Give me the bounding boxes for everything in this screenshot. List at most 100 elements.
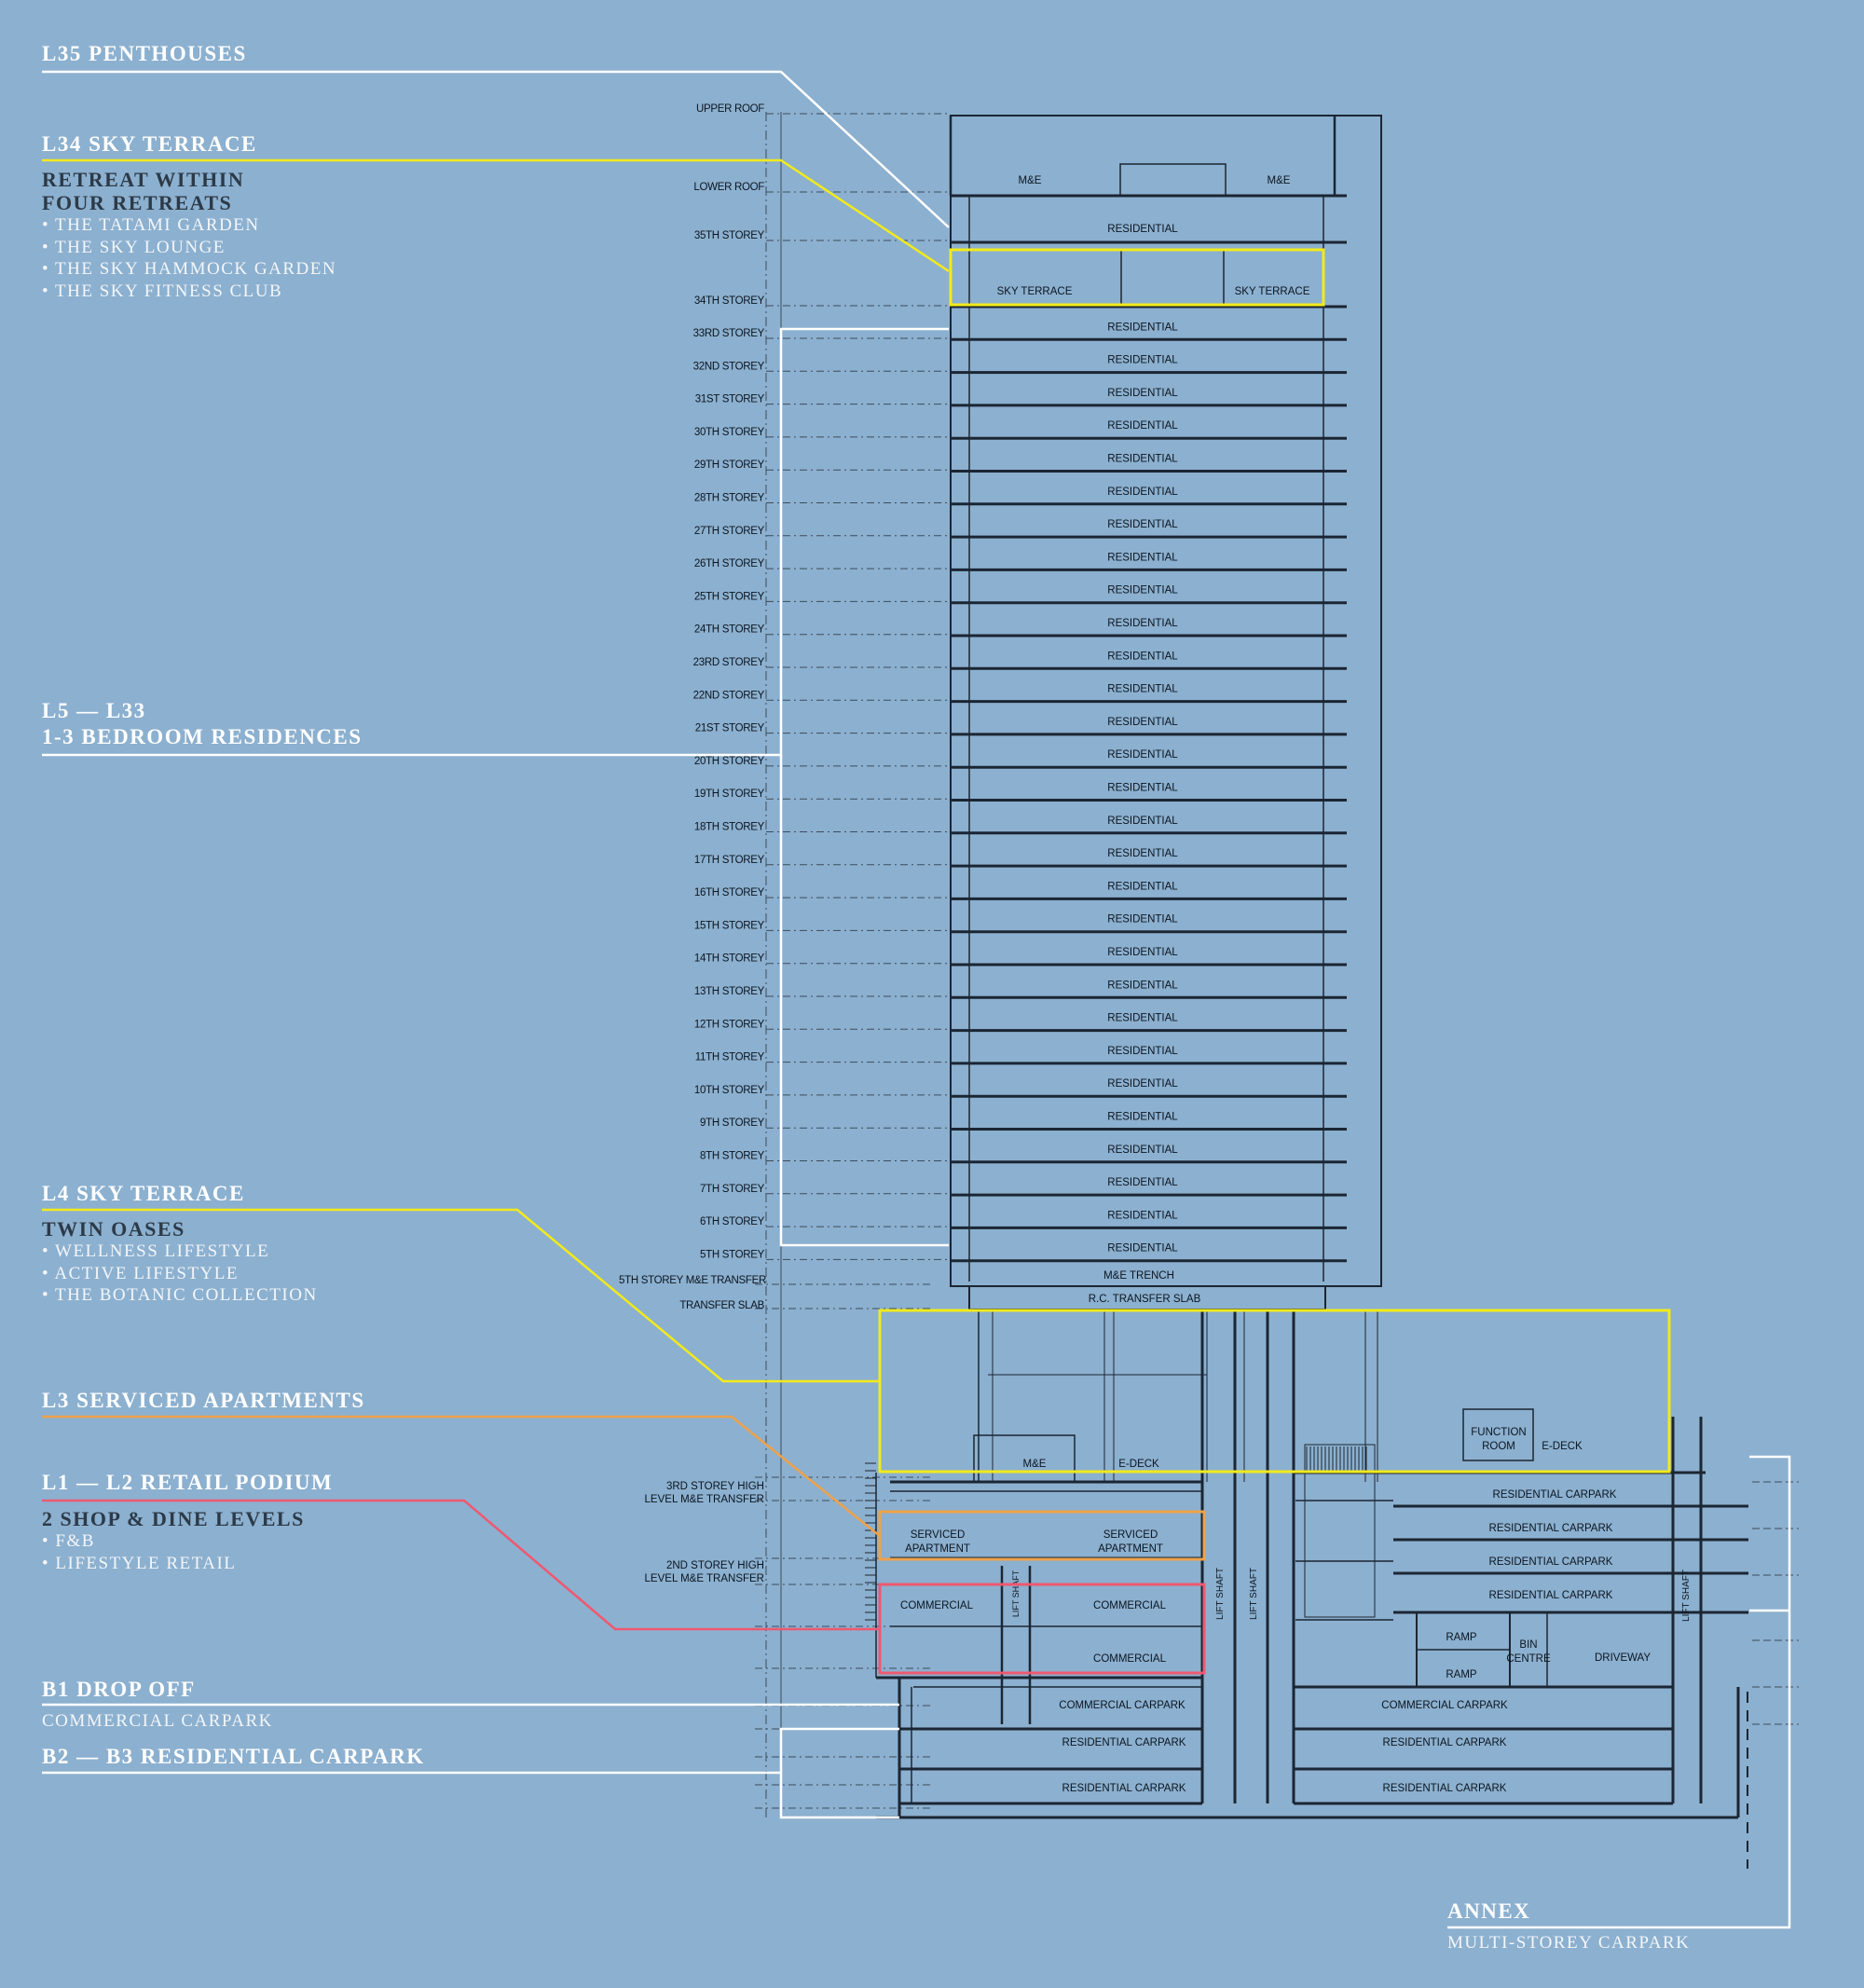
storey-label: 31ST STOREY [695, 394, 765, 405]
storey-label: 5TH STOREY M&E TRANSFER [619, 1275, 766, 1286]
room-residential: RESIDENTIAL [1107, 848, 1178, 859]
storey-label: 21ST STOREY [695, 723, 765, 734]
room-serviced-apartment: SERVICED [911, 1529, 966, 1541]
storey-label: 12TH STOREY [694, 1019, 765, 1030]
leader-l35 [42, 70, 950, 228]
annotation-title: L34 SKY TERRACE [42, 132, 257, 156]
room-residential: RESIDENTIAL [1107, 618, 1178, 629]
annotation-annex: ANNEX MULTI-STOREY CARPARK [1447, 1899, 1690, 1954]
room-residential: RESIDENTIAL [1107, 487, 1178, 498]
storey-label: 32ND STOREY [693, 361, 765, 372]
annotation-title: 1-3 BEDROOM RESIDENCES [42, 725, 363, 748]
storey-label: 20TH STOREY [694, 756, 765, 767]
room-residential: RESIDENTIAL [1107, 816, 1178, 827]
room-serviced-apartment: APARTMENT [905, 1543, 970, 1555]
storey-label: 33RD STOREY [693, 328, 765, 339]
room-serviced-apartment: APARTMENT [1098, 1543, 1163, 1555]
room-residential-carpark: RESIDENTIAL CARPARK [1383, 1783, 1507, 1794]
room-residential: RESIDENTIAL [1107, 519, 1178, 530]
annotation-title: ANNEX [1447, 1899, 1531, 1923]
room-me: M&E [1268, 175, 1291, 186]
leader-lines [42, 70, 1791, 1929]
room-residential: RESIDENTIAL [1107, 1177, 1178, 1188]
annotation-subtitle: RETREAT WITHIN [42, 168, 245, 191]
annotation-item: • THE SKY FITNESS CLUB [42, 281, 283, 301]
room-residential: RESIDENTIAL [1107, 980, 1178, 991]
highlight-boxes [878, 248, 1671, 1675]
room-residential: RESIDENTIAL [1107, 914, 1178, 925]
leader-annex [1447, 1455, 1791, 1929]
storey-label: 16TH STOREY [694, 887, 765, 898]
room-edeck: E-DECK [1542, 1441, 1583, 1452]
room-commercial-carpark: COMMERCIAL CARPARK [1381, 1700, 1508, 1711]
storey-label: 11TH STOREY [695, 1052, 765, 1063]
room-residential: RESIDENTIAL [1107, 322, 1178, 333]
room-transfer-slab: R.C. TRANSFER SLAB [1089, 1294, 1201, 1305]
room-me-trench: M&E TRENCH [1103, 1270, 1174, 1282]
annotation-item: • WELLNESS LIFESTYLE [42, 1241, 270, 1261]
room-residential: RESIDENTIAL [1107, 1210, 1178, 1221]
room-residential: RESIDENTIAL [1107, 1145, 1178, 1156]
annotation-title: B2 — B3 RESIDENTIAL CARPARK [42, 1745, 425, 1768]
storey-label: UPPER ROOF [696, 103, 764, 115]
room-bin-centre: CENTRE [1506, 1653, 1551, 1665]
room-residential: RESIDENTIAL [1107, 224, 1178, 235]
storey-label: 28TH STOREY [694, 493, 765, 504]
room-residential: RESIDENTIAL [1107, 355, 1178, 366]
annotation-text: MULTI-STOREY CARPARK [1447, 1933, 1691, 1953]
roof-plant-box [1119, 163, 1227, 197]
storey-label: 34TH STOREY [694, 295, 765, 307]
leader-l1-l2 [42, 1499, 880, 1631]
annotation-item: • ACTIVE LIFESTYLE [42, 1263, 239, 1283]
room-lift-shaft: LIFT SHAFT [1215, 1568, 1226, 1620]
room-residential: RESIDENTIAL [1107, 881, 1178, 892]
storey-label: 30TH STOREY [694, 427, 765, 438]
room-residential: RESIDENTIAL [1107, 1078, 1178, 1090]
storey-label: 25TH STOREY [694, 591, 765, 602]
annotation-b1: B1 DROP OFF COMMERCIAL CARPARK [42, 1678, 273, 1732]
leader-b2-b3-bracket [779, 1727, 899, 1819]
storey-label: 3RD STOREY HIGH [666, 1481, 764, 1492]
annotation-l3: L3 SERVICED APARTMENTS [42, 1389, 365, 1413]
room-commercial: COMMERCIAL [1093, 1653, 1167, 1665]
annotation-subtitle: 2 SHOP & DINE LEVELS [42, 1507, 305, 1530]
room-driveway: DRIVEWAY [1595, 1652, 1651, 1664]
room-residential: RESIDENTIAL [1107, 1046, 1178, 1057]
storey-label: 22ND STOREY [693, 690, 765, 701]
storey-label: 29TH STOREY [694, 459, 765, 471]
storey-label: 18TH STOREY [694, 822, 765, 833]
room-residential-carpark: RESIDENTIAL CARPARK [1062, 1737, 1186, 1748]
room-serviced-apartment: SERVICED [1103, 1529, 1158, 1541]
storey-label: 10TH STOREY [694, 1085, 765, 1096]
room-residential: RESIDENTIAL [1107, 585, 1178, 596]
leader-l4 [42, 1208, 880, 1383]
storey-label: LEVEL M&E TRANSFER [645, 1573, 764, 1584]
annotation-item: • LIFESTYLE RETAIL [42, 1553, 237, 1573]
annotation-title: B1 DROP OFF [42, 1678, 196, 1701]
storey-label: 5TH STOREY [700, 1249, 765, 1260]
room-me: M&E [1019, 175, 1042, 186]
storey-label: LOWER ROOF [693, 182, 764, 193]
storey-label: 2ND STOREY HIGH [666, 1560, 764, 1571]
storey-label: LEVEL M&E TRANSFER [645, 1494, 764, 1505]
annotation-b2-b3: B2 — B3 RESIDENTIAL CARPARK [42, 1745, 425, 1769]
annotation-subtitle: FOUR RETREATS [42, 191, 233, 214]
room-residential-carpark: RESIDENTIAL CARPARK [1489, 1523, 1613, 1534]
annotation-item: • THE TATAMI GARDEN [42, 215, 260, 235]
annotation-text: COMMERCIAL CARPARK [42, 1711, 273, 1731]
room-lift-shaft: LIFT SHAFT [1249, 1568, 1259, 1620]
annotation-l4: L4 SKY TERRACE TWIN OASES • WELLNESS LIF… [42, 1182, 318, 1307]
room-commercial: COMMERCIAL [900, 1600, 974, 1611]
annotation-subtitle: TWIN OASES [42, 1217, 185, 1241]
storey-label: 19TH STOREY [694, 788, 765, 800]
annotation-l5-l33: L5 — L33 1-3 BEDROOM RESIDENCES [42, 699, 363, 749]
storey-label: 13TH STOREY [694, 986, 765, 997]
annotation-item: • THE BOTANIC COLLECTION [42, 1285, 318, 1305]
room-residential: RESIDENTIAL [1107, 1013, 1178, 1024]
storey-label: 27TH STOREY [694, 526, 765, 537]
building-structure [865, 115, 1748, 1869]
highlight-l1-l2-retail [878, 1583, 1206, 1675]
